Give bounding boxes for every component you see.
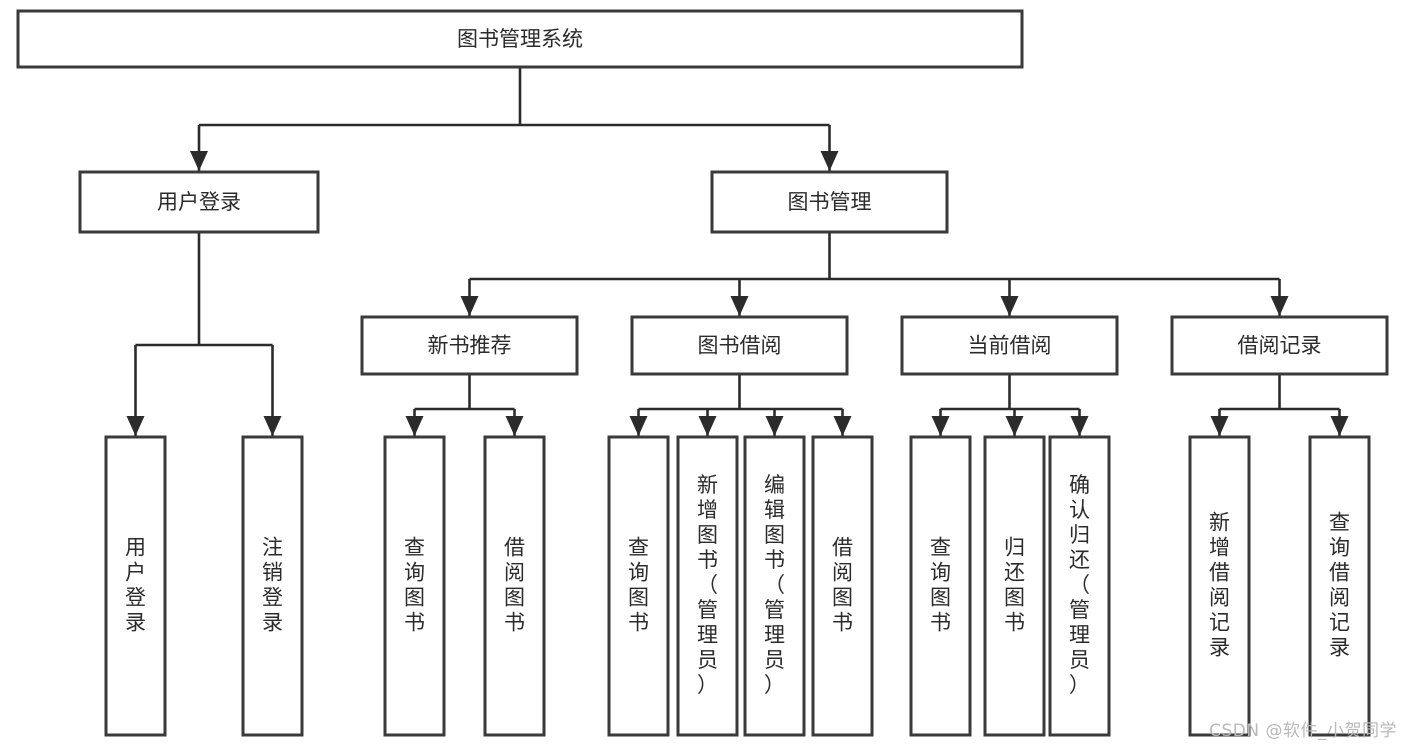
node-label-login: 用户登录 xyxy=(157,190,241,214)
node-box-bookmgmt xyxy=(710,170,949,234)
node-login[interactable]: 用户登录 xyxy=(78,170,320,234)
node-bookmgmt[interactable]: 图书管理 xyxy=(710,170,949,234)
arrow-head-icon xyxy=(1330,416,1349,436)
node-label-l-borrow2: 借阅图书 xyxy=(832,536,853,635)
node-l-confirm[interactable]: 确认归还（管理员） xyxy=(1048,435,1111,737)
node-label-newbook: 新书推荐 xyxy=(428,334,512,358)
node-l-userlogin[interactable]: 用户登录 xyxy=(104,435,167,737)
node-l-edit[interactable]: 编辑图书（管理员） xyxy=(743,435,806,737)
node-box-login xyxy=(78,170,320,234)
arrow-head-icon xyxy=(405,416,424,436)
node-label-l-query1: 查询图书 xyxy=(404,536,425,635)
node-box-l-add xyxy=(676,435,739,737)
arrow-head-icon xyxy=(190,151,208,171)
arrow-head-icon xyxy=(505,416,524,436)
node-label-l-return: 归还图书 xyxy=(1004,536,1025,635)
node-root[interactable]: 图书管理系统 xyxy=(16,9,1024,69)
node-label-l-query3: 查询图书 xyxy=(930,536,951,635)
edge-group-root xyxy=(190,67,839,171)
node-l-borrow1[interactable]: 借阅图书 xyxy=(483,435,546,737)
node-label-l-qryrec: 查询借阅记录 xyxy=(1329,511,1350,660)
node-box-records xyxy=(1170,315,1389,376)
node-label-current: 当前借阅 xyxy=(968,334,1052,358)
node-label-records: 借阅记录 xyxy=(1238,334,1322,358)
node-label-l-add: 新增图书（管理员） xyxy=(697,473,718,697)
node-box-l-return xyxy=(983,435,1046,737)
arrow-head-icon xyxy=(629,416,648,436)
node-label-l-addrec: 新增借阅记录 xyxy=(1209,511,1230,660)
edge-group-bookmgmt xyxy=(460,232,1289,316)
node-l-borrow2[interactable]: 借阅图书 xyxy=(811,435,874,737)
arrow-head-icon xyxy=(1005,416,1024,436)
node-layer: 图书管理系统用户登录图书管理新书推荐图书借阅当前借阅借阅记录用户登录注销登录查询… xyxy=(16,9,1389,737)
node-current[interactable]: 当前借阅 xyxy=(900,315,1119,376)
node-l-qryrec[interactable]: 查询借阅记录 xyxy=(1308,435,1371,737)
node-box-l-query3 xyxy=(909,435,972,737)
arrow-head-icon xyxy=(263,416,282,436)
node-label-l-query2: 查询图书 xyxy=(628,536,649,635)
arrow-head-icon xyxy=(765,416,784,436)
arrow-head-icon xyxy=(931,416,950,436)
node-label-l-confirm: 确认归还（管理员） xyxy=(1069,473,1090,697)
node-label-l-edit: 编辑图书（管理员） xyxy=(764,473,785,697)
watermark-text: CSDN @软件_小贺同学 xyxy=(1209,721,1397,741)
edge-group-current xyxy=(931,374,1089,436)
node-box-l-query1 xyxy=(383,435,446,737)
node-label-borrow: 图书借阅 xyxy=(698,334,782,358)
edge-layer xyxy=(126,67,1349,436)
node-label-root: 图书管理系统 xyxy=(457,27,583,51)
node-label-bookmgmt: 图书管理 xyxy=(788,190,872,214)
arrow-head-icon xyxy=(1210,416,1229,436)
node-box-current xyxy=(900,315,1119,376)
node-box-l-userlogin xyxy=(104,435,167,737)
node-box-borrow xyxy=(630,315,849,376)
node-l-logout[interactable]: 注销登录 xyxy=(241,435,304,737)
node-label-l-userlogin: 用户登录 xyxy=(125,536,146,635)
edge-group-borrow xyxy=(629,374,852,436)
node-box-l-query2 xyxy=(607,435,670,737)
node-box-l-confirm xyxy=(1048,435,1111,737)
node-borrow[interactable]: 图书借阅 xyxy=(630,315,849,376)
node-l-query1[interactable]: 查询图书 xyxy=(383,435,446,737)
arrow-head-icon xyxy=(820,151,839,171)
edge-group-newbook xyxy=(405,374,524,436)
arrow-head-icon xyxy=(833,416,852,436)
arrow-head-icon xyxy=(460,296,479,316)
node-box-l-borrow2 xyxy=(811,435,874,737)
node-box-l-borrow1 xyxy=(483,435,546,737)
arrow-head-icon xyxy=(1270,296,1289,316)
node-l-return[interactable]: 归还图书 xyxy=(983,435,1046,737)
node-box-l-logout xyxy=(241,435,304,737)
node-label-l-borrow1: 借阅图书 xyxy=(504,536,525,635)
arrow-head-icon xyxy=(730,296,749,316)
arrow-head-icon xyxy=(126,416,145,436)
edge-group-login xyxy=(126,232,282,436)
node-label-l-logout: 注销登录 xyxy=(262,536,283,635)
node-l-addrec[interactable]: 新增借阅记录 xyxy=(1188,435,1251,737)
node-box-l-addrec xyxy=(1188,435,1251,737)
node-records[interactable]: 借阅记录 xyxy=(1170,315,1389,376)
node-box-newbook xyxy=(360,315,579,376)
node-l-query3[interactable]: 查询图书 xyxy=(909,435,972,737)
node-box-l-qryrec xyxy=(1308,435,1371,737)
node-box-l-edit xyxy=(743,435,806,737)
arrow-head-icon xyxy=(698,416,717,436)
node-box-root xyxy=(16,9,1024,69)
edge-group-records xyxy=(1210,374,1349,436)
arrow-head-icon xyxy=(1000,296,1019,316)
node-l-query2[interactable]: 查询图书 xyxy=(607,435,670,737)
node-newbook[interactable]: 新书推荐 xyxy=(360,315,579,376)
node-l-add[interactable]: 新增图书（管理员） xyxy=(676,435,739,737)
arrow-head-icon xyxy=(1070,416,1089,436)
